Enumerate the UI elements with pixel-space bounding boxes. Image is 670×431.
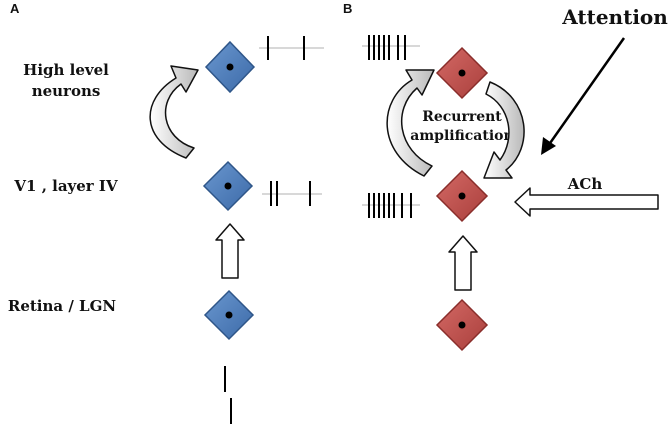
panel-b-high-level-spikes (362, 35, 420, 60)
panel-b-v1-spikes (362, 193, 420, 218)
panel-b-up-arrow (448, 235, 478, 291)
panel-b-v1-neuron (435, 169, 489, 223)
panel-b-letter: B (343, 1, 352, 16)
panel-a-letter: A (10, 1, 20, 16)
panel-a-retina-spikes (224, 366, 232, 424)
label-recurrent-line1: Recurrent (422, 109, 502, 125)
panel-a-curved-arrow (149, 65, 199, 159)
panel-a-retina-neuron (203, 289, 255, 341)
panel-b-left-curved-arrow (386, 69, 435, 177)
label-retina-lgn: Retina / LGN (8, 297, 117, 315)
label-ach: ACh (567, 175, 603, 193)
panel-b-right-curved-arrow (483, 81, 525, 179)
panel-a-high-level-spikes (259, 36, 324, 60)
label-v1-layer: V1 , layer IV (13, 177, 118, 195)
label-recurrent-line2: amplification (410, 128, 513, 144)
attention-arrow (541, 37, 626, 155)
panel-b-high-level-neuron (435, 46, 489, 100)
label-high-level-line1: High level (23, 61, 109, 79)
panel-a-up-arrow (215, 223, 245, 279)
panel-a-high-level-neuron (204, 40, 256, 94)
panel-b-retina-neuron (435, 298, 489, 352)
ach-arrow (514, 187, 659, 217)
label-attention: Attention (561, 5, 668, 29)
panel-a-v1-neuron (202, 160, 254, 212)
label-high-level-line2: neurons (32, 82, 101, 100)
panel-a-v1-spikes (262, 181, 322, 206)
